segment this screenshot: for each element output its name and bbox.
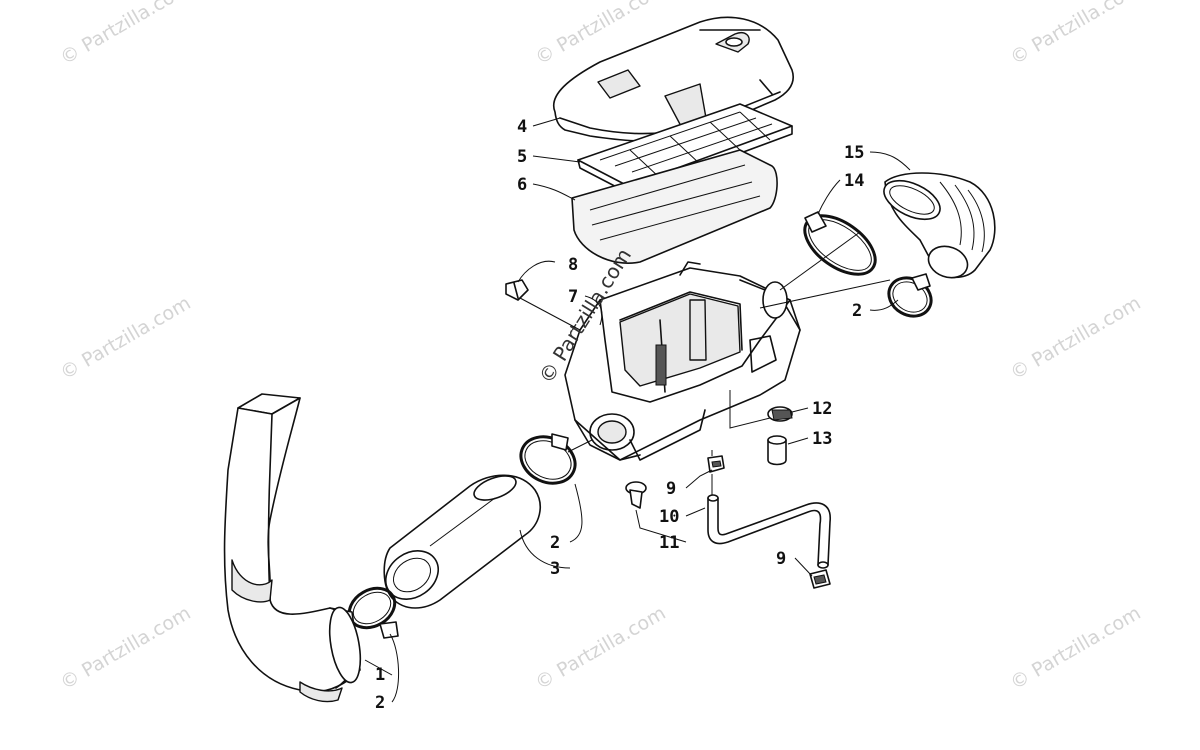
callout-1: 1 — [375, 665, 385, 685]
callout-12: 12 — [812, 399, 832, 419]
watermark: © Partzilla.com — [57, 602, 195, 694]
watermark: © Partzilla.com — [1007, 602, 1145, 694]
part-2-clamp-middle — [519, 433, 577, 485]
part-12-clamp — [767, 406, 793, 422]
part-9-clamp-lower — [809, 569, 831, 589]
callout-4: 4 — [517, 117, 527, 137]
part-1-snorkel — [223, 393, 362, 703]
callout-14: 14 — [844, 171, 864, 191]
callout-7: 7 — [568, 287, 578, 307]
callout-9-lower: 9 — [776, 549, 786, 569]
part-11-plug — [625, 481, 647, 509]
part-9-clamp-upper — [707, 455, 725, 473]
part-6-foam-filter — [571, 149, 778, 264]
part-3-intake-tube — [383, 474, 541, 609]
callout-9-upper: 9 — [666, 479, 676, 499]
watermark: © Partzilla.com — [532, 602, 670, 694]
callout-13: 13 — [812, 429, 832, 449]
callout-layer: 4 5 6 8 7 15 14 2 12 13 9 10 11 9 2 3 1 … — [375, 117, 864, 713]
watermark: © Partzilla.com — [57, 292, 195, 384]
part-2-clamp-right — [887, 273, 933, 318]
callout-5: 5 — [517, 147, 527, 167]
part-2-clamp-lower — [347, 586, 399, 639]
callout-6: 6 — [517, 175, 527, 195]
leader-lines — [364, 117, 911, 703]
part-13-plug — [767, 435, 787, 466]
callout-8: 8 — [568, 255, 578, 275]
callout-2-lower: 2 — [375, 693, 385, 713]
part-15-inlet-boot — [883, 172, 996, 279]
watermark: © Partzilla.com — [1007, 292, 1145, 384]
part-10-drain-hose — [707, 494, 831, 569]
callout-10: 10 — [659, 507, 679, 527]
callout-2-middle: 2 — [550, 533, 560, 553]
callout-2-right: 2 — [852, 301, 862, 321]
part-14-large-clamp — [803, 211, 877, 276]
watermark: © Partzilla.com — [57, 0, 195, 69]
callout-11: 11 — [659, 533, 679, 553]
part-7-air-box: © Partzilla.com — [534, 244, 801, 461]
part-8-clip — [505, 279, 529, 301]
callout-15: 15 — [844, 143, 864, 163]
callout-3: 3 — [550, 559, 560, 579]
watermark: © Partzilla.com — [1007, 0, 1145, 69]
